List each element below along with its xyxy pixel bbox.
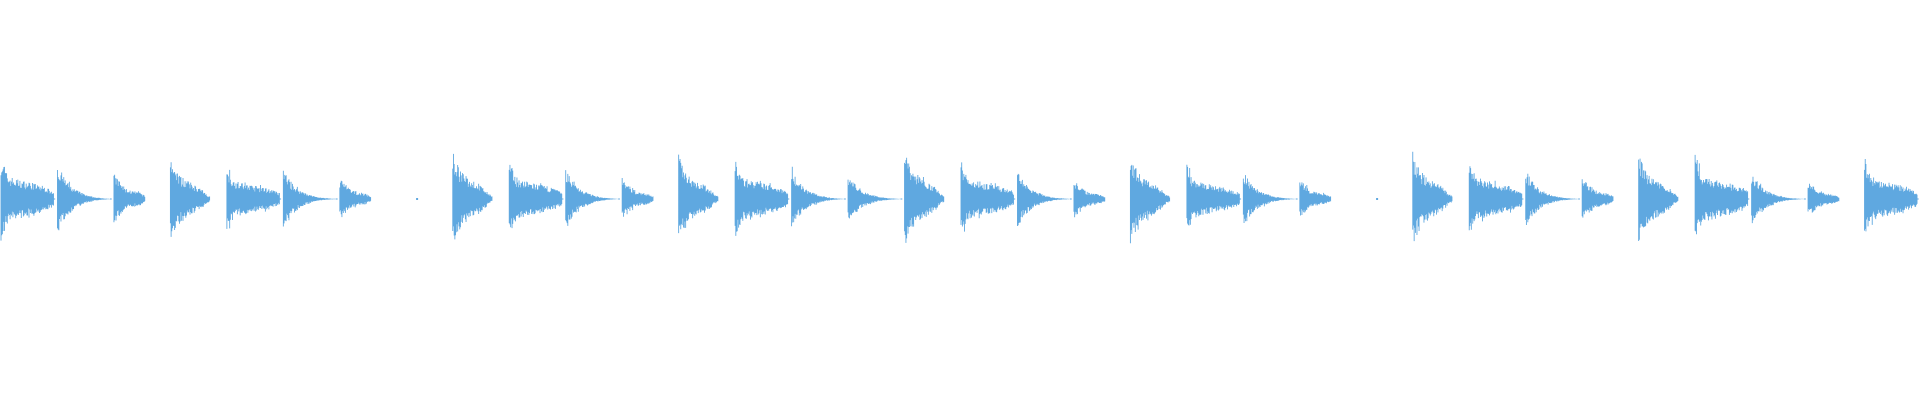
waveform-transient bbox=[1807, 183, 1840, 213]
waveform-dot bbox=[416, 198, 419, 200]
waveform-transient bbox=[904, 157, 945, 243]
waveform-segment bbox=[1242, 175, 1298, 223]
waveform-segment bbox=[791, 166, 846, 227]
waveform-transient bbox=[113, 174, 146, 223]
waveform-segment bbox=[0, 166, 56, 241]
waveform-segment bbox=[1864, 159, 1919, 232]
waveform-transient bbox=[678, 154, 719, 234]
waveform-segment bbox=[1376, 198, 1379, 200]
waveform-transient bbox=[57, 170, 111, 231]
waveform-segment bbox=[1299, 182, 1332, 216]
waveform-transient bbox=[508, 164, 563, 229]
waveform-segment bbox=[452, 153, 493, 240]
waveform-segment bbox=[1412, 151, 1453, 242]
waveform-segment bbox=[565, 170, 620, 226]
waveform-transient bbox=[791, 166, 845, 227]
waveform-segment bbox=[1468, 166, 1524, 231]
waveform-segment bbox=[1694, 154, 1750, 235]
waveform-segment bbox=[678, 154, 719, 234]
waveform-transient bbox=[1129, 164, 1171, 244]
waveform-transient bbox=[621, 178, 654, 217]
waveform-dot bbox=[1376, 198, 1379, 200]
waveform-segment bbox=[416, 198, 419, 200]
waveform-transient bbox=[1694, 154, 1749, 235]
waveform-segment bbox=[282, 170, 338, 227]
waveform-transient bbox=[339, 180, 372, 218]
waveform-segment bbox=[1129, 164, 1171, 244]
waveform-transient bbox=[1242, 175, 1297, 223]
waveform-segment bbox=[1525, 173, 1580, 226]
waveform-segment bbox=[1807, 183, 1840, 213]
waveform-segment bbox=[1073, 183, 1106, 218]
waveform-transient bbox=[1073, 183, 1106, 218]
waveform-segment bbox=[734, 161, 790, 236]
waveform-segment bbox=[1017, 173, 1072, 227]
waveform-segment bbox=[960, 162, 1016, 232]
waveform-transient bbox=[169, 162, 211, 237]
waveform-transient bbox=[226, 169, 280, 229]
waveform-transient bbox=[1638, 158, 1679, 242]
waveform-transient bbox=[1412, 151, 1453, 242]
waveform-transient bbox=[282, 170, 337, 227]
waveform-segment bbox=[1186, 164, 1242, 226]
waveform-transient bbox=[1864, 159, 1918, 232]
waveform-transient bbox=[734, 161, 789, 236]
waveform-transient bbox=[1468, 166, 1523, 231]
waveform-transient bbox=[1186, 164, 1240, 226]
waveform-transient bbox=[1525, 173, 1579, 226]
waveform-transient bbox=[565, 170, 619, 226]
waveform-transient bbox=[847, 179, 902, 219]
waveform-segment bbox=[621, 178, 654, 217]
waveform-transient bbox=[452, 153, 493, 240]
waveform-segment bbox=[113, 174, 146, 223]
waveform-segment bbox=[904, 157, 945, 243]
waveform-transient bbox=[1017, 173, 1071, 227]
waveform-segment bbox=[1751, 176, 1806, 224]
waveform-segment bbox=[847, 179, 903, 219]
waveform-segment bbox=[226, 169, 282, 229]
waveform-segment bbox=[339, 180, 372, 218]
waveform-transient bbox=[1299, 182, 1332, 216]
waveform-segment bbox=[1638, 158, 1679, 242]
waveform-segment bbox=[508, 164, 564, 229]
waveform-transient bbox=[0, 166, 54, 241]
waveform-segment bbox=[169, 162, 211, 237]
waveform-transient bbox=[1581, 179, 1614, 218]
waveform-segment bbox=[57, 170, 112, 231]
waveform-transient bbox=[960, 162, 1014, 232]
waveform-segment bbox=[1581, 179, 1614, 218]
waveform-transient bbox=[1751, 176, 1805, 224]
